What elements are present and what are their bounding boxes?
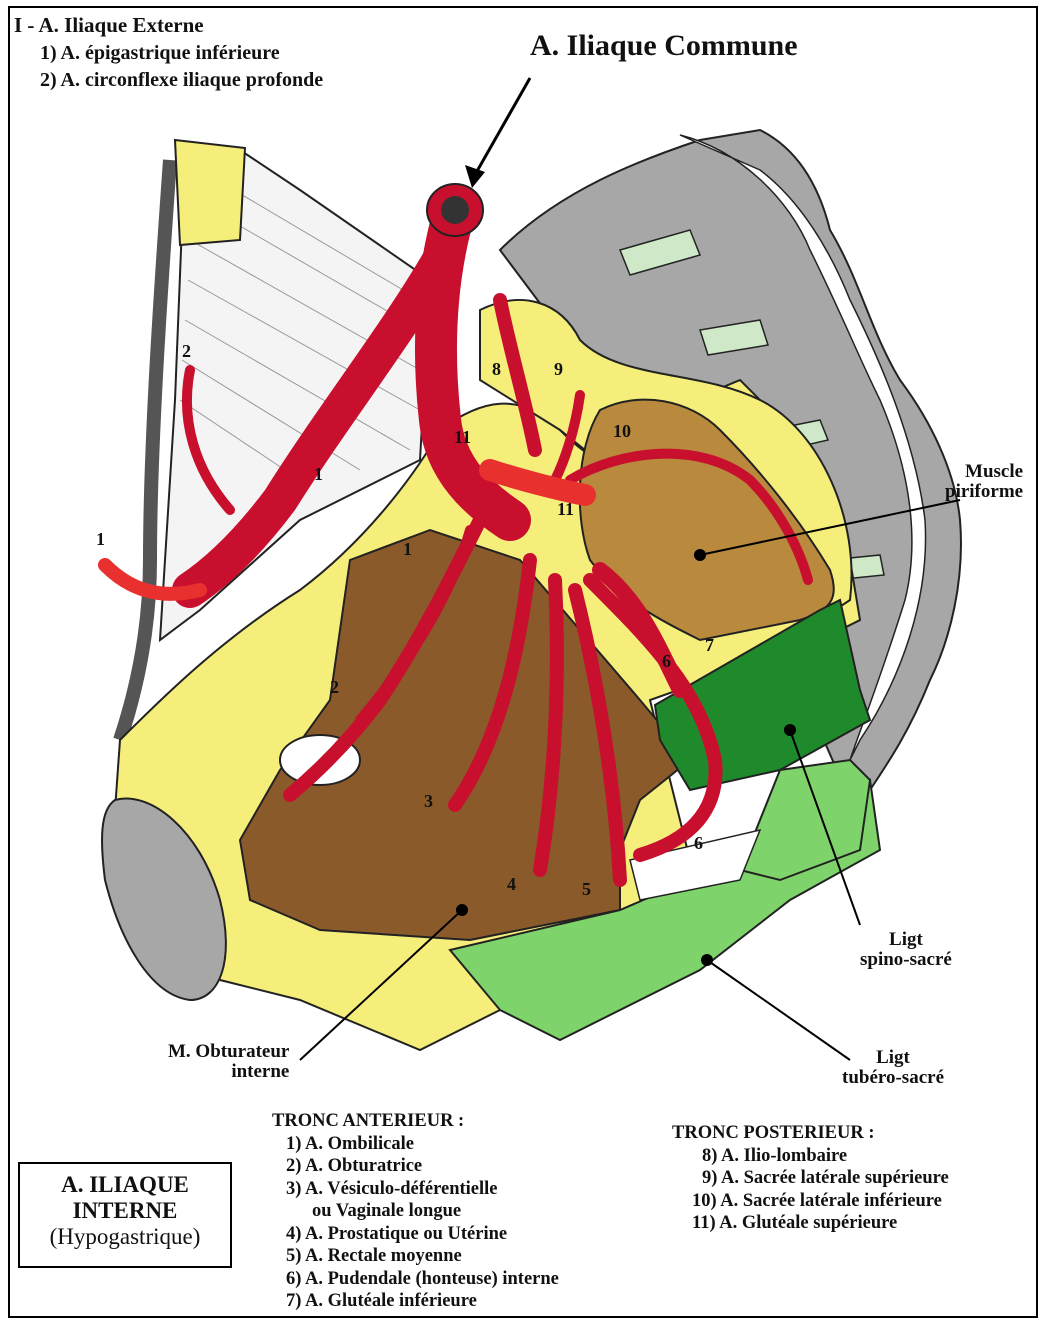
legend-anterior-item: 5) A. Rectale moyenne (272, 1245, 559, 1268)
legend-posterior: TRONC POSTERIEUR : 8) A. Ilio-lombaire 9… (672, 1122, 949, 1235)
external-iliac-title: I - A. Iliaque Externe (14, 14, 204, 36)
legend-anterior-item: 1) A. Ombilicale (272, 1133, 559, 1156)
legend-anterior-item: 6) A. Pudendale (honteuse) interne (272, 1268, 559, 1291)
marker-4: 4 (507, 875, 516, 894)
marker-7: 7 (705, 636, 714, 655)
dot-piriformis (694, 549, 706, 561)
abdominal-wall-yellow (175, 140, 245, 245)
marker-10: 10 (613, 422, 631, 441)
legend-posterior-item: 11) A. Glutéale supérieure (672, 1212, 949, 1235)
dot-obturator (456, 904, 468, 916)
marker-11a: 11 (454, 428, 471, 447)
dot-sacrotuberous (701, 954, 713, 966)
pointer-arrowhead (465, 165, 485, 188)
marker-2-external: 2 (182, 342, 191, 361)
marker-1-external: 1 (96, 530, 105, 549)
title-box-line-3: (Hypogastrique) (20, 1224, 230, 1250)
marker-3: 3 (424, 792, 433, 811)
leader-sacrotuberous (707, 960, 850, 1060)
pointer-common-iliac (472, 78, 530, 180)
common-iliac-title: A. Iliaque Commune (530, 30, 798, 62)
artery-lumen (441, 196, 469, 224)
marker-1-external-artery: 1 (314, 465, 323, 484)
dot-sacrospinous (784, 724, 796, 736)
legend-anterior: TRONC ANTERIEUR : 1) A. Ombilicale 2) A.… (272, 1110, 559, 1313)
external-branch-2: 2) A. circonflexe iliaque profonde (40, 70, 323, 91)
external-branch-1: 1) A. épigastrique inférieure (40, 43, 280, 64)
legend-anterior-item: 4) A. Prostatique ou Utérine (272, 1223, 559, 1246)
legend-posterior-item: 8) A. Ilio-lombaire (672, 1145, 949, 1168)
legend-posterior-item: 10) A. Sacrée latérale inférieure (672, 1190, 949, 1213)
legend-anterior-title: TRONC ANTERIEUR : (272, 1110, 559, 1133)
legend-anterior-item: 7) A. Glutéale inférieure (272, 1290, 559, 1313)
legend-posterior-item: 9) A. Sacrée latérale supérieure (672, 1167, 949, 1190)
marker-8: 8 (492, 360, 501, 379)
legend-posterior-title: TRONC POSTERIEUR : (672, 1122, 949, 1145)
marker-1-anterior: 1 (403, 540, 412, 559)
title-box-line-1: A. ILIAQUE (20, 1172, 230, 1198)
marker-6b: 6 (694, 834, 703, 853)
title-box-line-2: INTERNE (20, 1198, 230, 1224)
marker-9: 9 (554, 360, 563, 379)
inguinal-ligament (120, 160, 170, 740)
legend-anterior-item: 2) A. Obturatrice (272, 1155, 559, 1178)
marker-2-anterior: 2 (330, 678, 339, 697)
legend-anterior-item: 3) A. Vésiculo-déférentielle (272, 1178, 559, 1201)
title-box: A. ILIAQUE INTERNE (Hypogastrique) (18, 1162, 232, 1268)
marker-6a: 6 (662, 652, 671, 671)
legend-anterior-item: ou Vaginale longue (272, 1200, 559, 1223)
marker-11b: 11 (557, 500, 574, 519)
marker-5: 5 (582, 880, 591, 899)
